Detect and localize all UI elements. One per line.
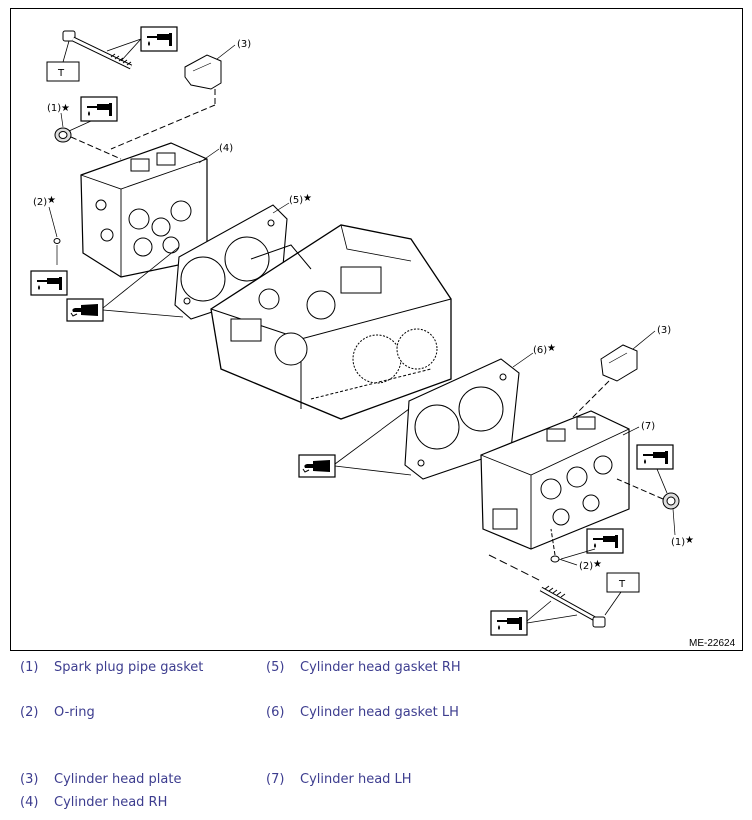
spark-plug-pipe-gasket-lower: (1) ★ bbox=[616, 478, 694, 548]
legend-label: Cylinder head plate bbox=[54, 772, 182, 787]
legend-label: Cylinder head LH bbox=[300, 772, 412, 787]
svg-text:(3): (3) bbox=[237, 39, 251, 50]
svg-text:(2): (2) bbox=[579, 561, 593, 572]
engine-block bbox=[210, 224, 452, 420]
svg-text:T: T bbox=[618, 579, 626, 590]
legend-label: Cylinder head RH bbox=[54, 795, 168, 810]
torque-tag-lower: T bbox=[604, 572, 640, 616]
head-bolt-lower bbox=[488, 554, 606, 628]
legend-item: (4) Cylinder head RH bbox=[20, 795, 167, 810]
o-ring-upper: (2) ★ bbox=[33, 195, 61, 265]
svg-text:(5): (5) bbox=[289, 195, 303, 206]
svg-text:T: T bbox=[57, 68, 65, 79]
oil-can-icon bbox=[490, 610, 528, 636]
legend-item: (6) Cylinder head gasket LH bbox=[266, 705, 459, 720]
legend-item: (3) Cylinder head plate bbox=[20, 772, 181, 787]
spark-plug-pipe-gasket-upper: (1) ★ bbox=[47, 103, 72, 143]
exploded-diagram: T (3) (1) ★ (4) ( bbox=[10, 8, 743, 651]
cylinder-head-plate-upper: (3) bbox=[110, 39, 251, 150]
svg-text:★: ★ bbox=[547, 343, 556, 354]
cylinder-head-plate-lower: (3) bbox=[570, 325, 671, 420]
cylinder-head-rh: (4) bbox=[80, 142, 233, 278]
oil-can-icon bbox=[30, 270, 68, 296]
sealant-tube-icon bbox=[298, 454, 336, 478]
legend-label: Cylinder head gasket RH bbox=[300, 660, 461, 675]
svg-text:(7): (7) bbox=[641, 421, 655, 432]
svg-text:★: ★ bbox=[593, 559, 602, 570]
svg-text:(2): (2) bbox=[33, 197, 47, 208]
svg-text:★: ★ bbox=[61, 103, 70, 114]
svg-text:(4): (4) bbox=[219, 143, 233, 154]
figure-id: ME-22624 bbox=[689, 638, 736, 649]
oil-can-icon bbox=[140, 26, 178, 52]
oil-can-icon bbox=[80, 96, 118, 122]
head-bolt-upper bbox=[62, 30, 133, 70]
cylinder-head-gasket-lh: (6) ★ bbox=[404, 343, 556, 480]
legend-item: (2) O-ring bbox=[20, 705, 95, 720]
torque-tag-upper: T bbox=[46, 40, 80, 82]
o-ring-lower: (2) ★ bbox=[550, 528, 602, 572]
diagram-canvas: T (3) (1) ★ (4) ( bbox=[30, 26, 736, 649]
oil-can-icon bbox=[636, 444, 674, 470]
legend-number: (5) bbox=[266, 660, 285, 675]
legend-item: (1) Spark plug pipe gasket bbox=[20, 660, 203, 675]
legend-number: (7) bbox=[266, 772, 285, 787]
legend-number: (1) bbox=[20, 660, 39, 675]
legend-number: (6) bbox=[266, 705, 285, 720]
svg-text:(6): (6) bbox=[533, 345, 547, 356]
svg-text:★: ★ bbox=[303, 193, 312, 204]
sealant-tube-icon bbox=[66, 298, 104, 322]
cylinder-head-lh: (7) bbox=[480, 410, 655, 550]
svg-text:★: ★ bbox=[685, 535, 694, 546]
svg-text:★: ★ bbox=[47, 195, 56, 206]
legend-label: Spark plug pipe gasket bbox=[54, 660, 204, 675]
legend-number: (4) bbox=[20, 795, 39, 810]
parts-legend: (1) Spark plug pipe gasket (2) O-ring (3) C… bbox=[0, 652, 752, 820]
legend-label: Cylinder head gasket LH bbox=[300, 705, 459, 720]
svg-text:(1): (1) bbox=[47, 103, 61, 114]
svg-text:(3): (3) bbox=[657, 325, 671, 336]
legend-item: (5) Cylinder head gasket RH bbox=[266, 660, 461, 675]
legend-item: (7) Cylinder head LH bbox=[266, 772, 412, 787]
svg-text:(1): (1) bbox=[671, 537, 685, 548]
legend-label: O-ring bbox=[54, 705, 95, 720]
legend-number: (2) bbox=[20, 705, 39, 720]
legend-number: (3) bbox=[20, 772, 39, 787]
